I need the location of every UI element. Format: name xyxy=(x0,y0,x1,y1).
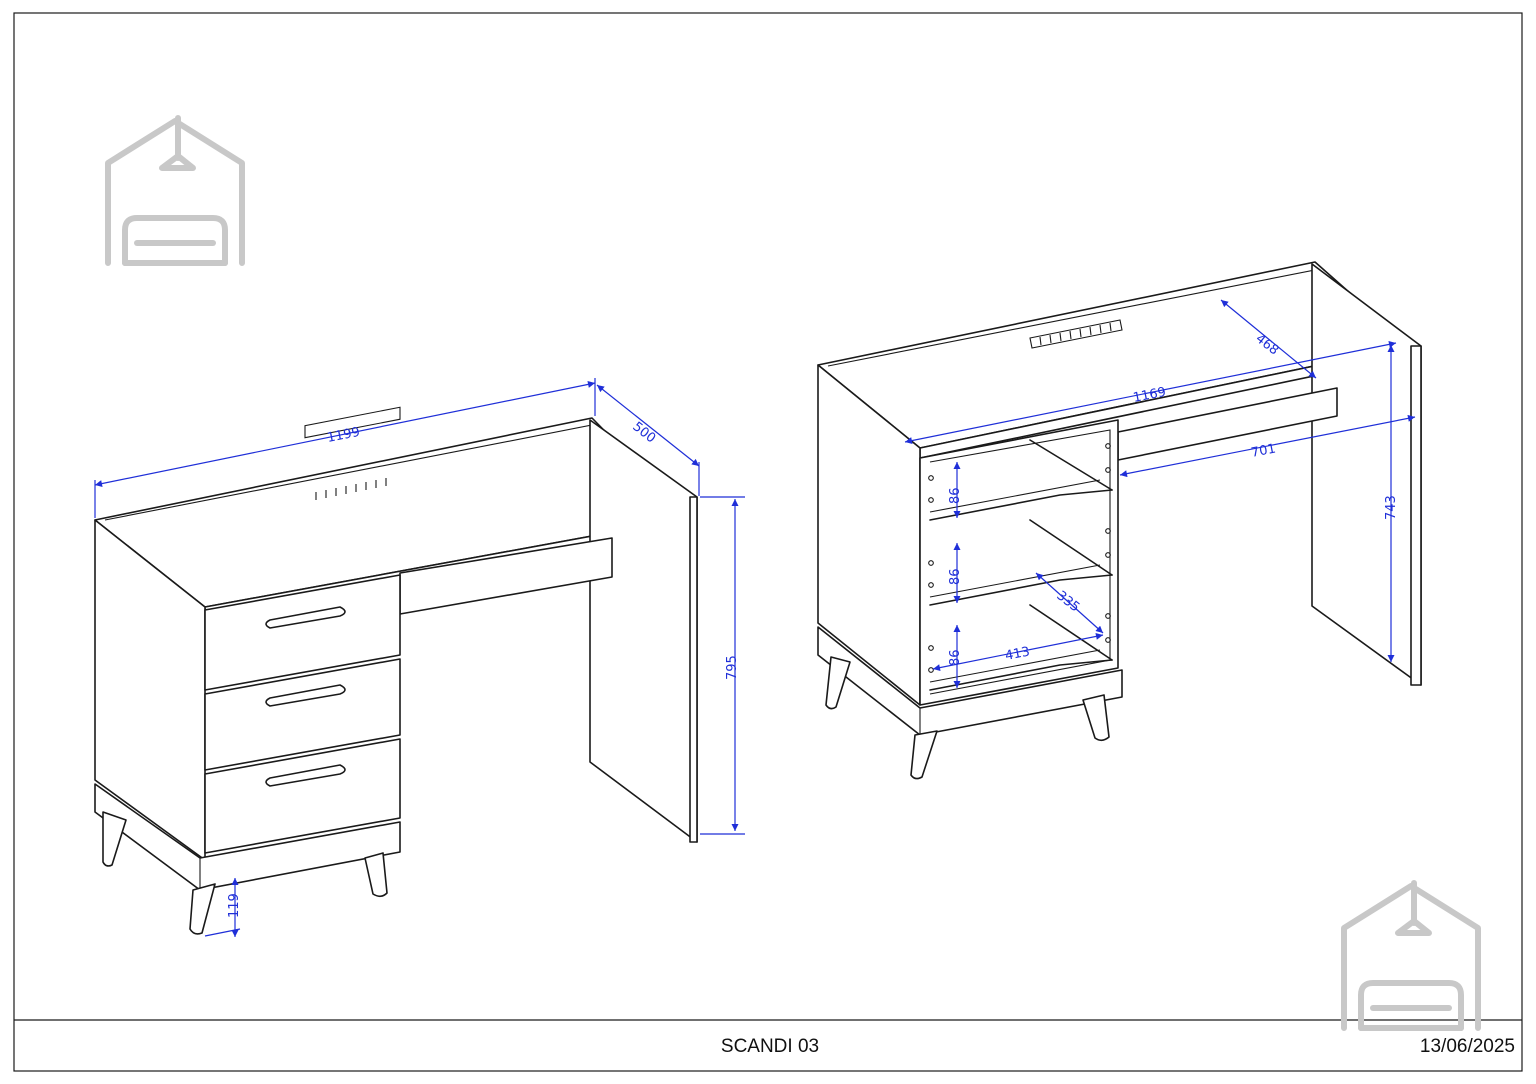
desk-front-view xyxy=(94,406,698,935)
dimension-drawer-width: 413 xyxy=(932,632,1104,672)
dimension-drawer-width-label: 413 xyxy=(1004,644,1031,663)
dimension-base-height: 119 xyxy=(204,878,242,937)
model-name: SCANDI 03 xyxy=(721,1036,819,1057)
dimension-width-label: 1199 xyxy=(326,425,361,446)
drawing-date: 13/06/2025 xyxy=(1420,1036,1515,1057)
dimension-width: 1199 xyxy=(94,378,596,518)
dimension-inner-height: 743 xyxy=(1384,345,1399,662)
dimension-drawer-1-label: 86 xyxy=(948,487,963,504)
dimension-drawer-2-height: 86 xyxy=(948,543,963,603)
dimension-knee-width-label: 701 xyxy=(1250,441,1277,460)
dimension-height-label: 795 xyxy=(725,655,740,680)
house-sofa-logo-icon xyxy=(1341,880,1481,1031)
dimension-inner-width-label: 1169 xyxy=(1132,385,1167,406)
dimension-drawer-1-height: 86 xyxy=(948,462,963,518)
dimension-inner-height-label: 743 xyxy=(1384,495,1399,520)
dimension-depth-label: 500 xyxy=(630,419,659,446)
dimension-drawer-2-label: 86 xyxy=(948,568,963,585)
house-sofa-logo-icon xyxy=(105,115,245,266)
dimension-base-height-label: 119 xyxy=(227,893,242,918)
sheet-border xyxy=(13,12,1523,1072)
dimension-knee-width: 701 xyxy=(1119,414,1416,478)
dimension-height: 795 xyxy=(700,496,745,835)
desk-rear-view xyxy=(817,261,1422,780)
